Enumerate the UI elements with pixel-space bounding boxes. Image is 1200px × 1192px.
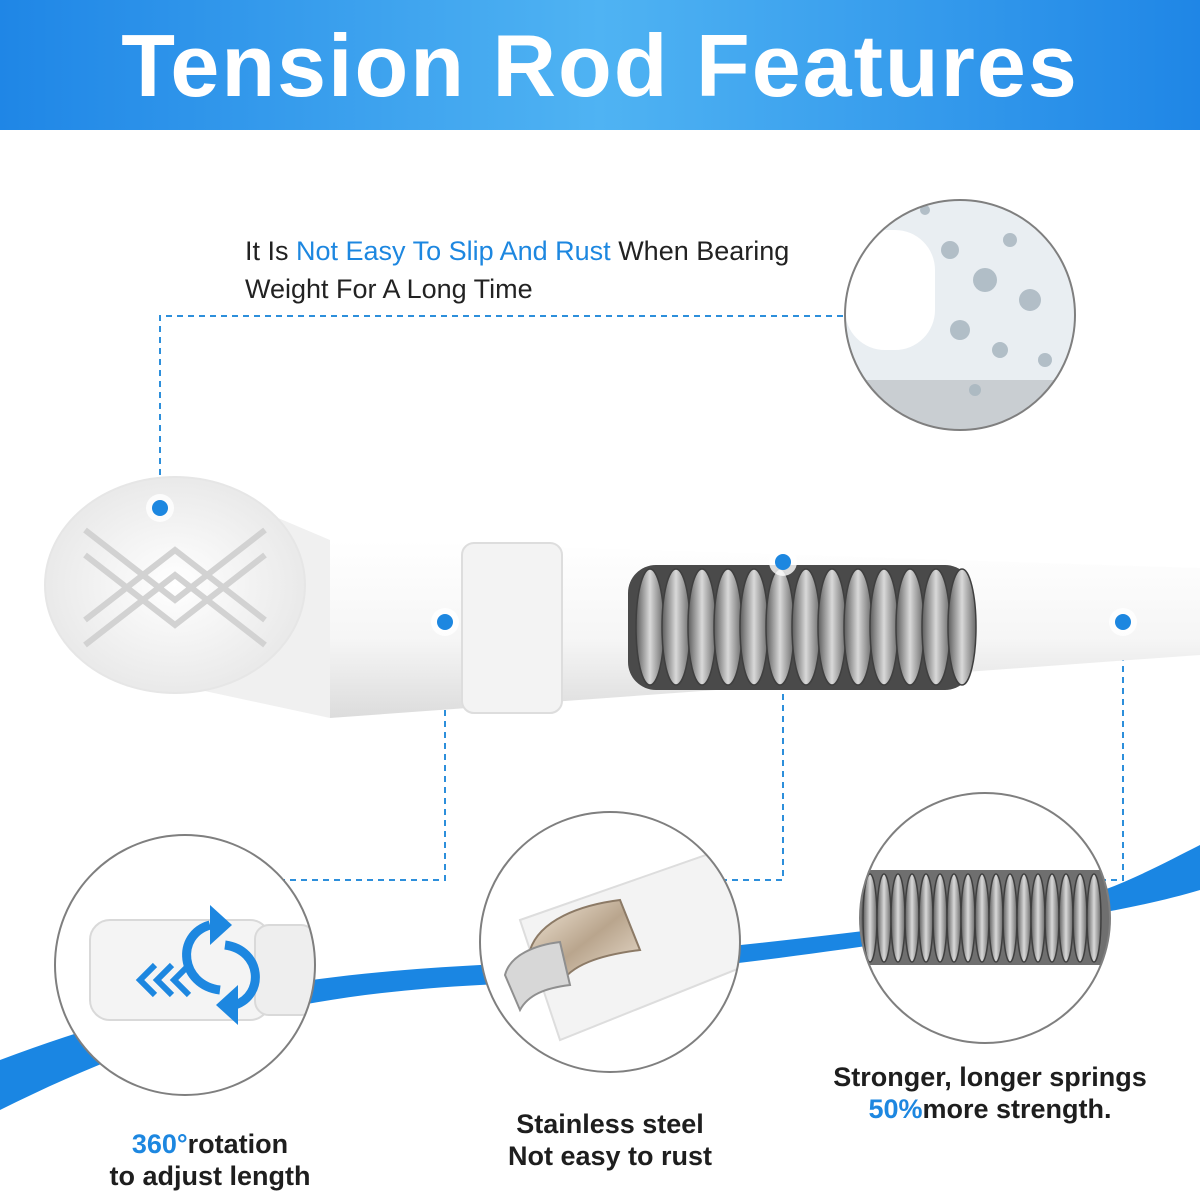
spring-coil (947, 568, 977, 686)
caption-text-start: It Is (245, 236, 297, 266)
rotation-line2: to adjust length (109, 1161, 311, 1191)
rod-collar (461, 542, 563, 714)
spring-highlight: 50% (868, 1094, 923, 1124)
caption-highlight: Not Easy To Slip And Rust (296, 236, 611, 266)
rod-end-cap (44, 476, 330, 718)
rotate-arrows-icon (182, 920, 260, 1010)
spring-coil (687, 568, 717, 686)
caption-text-end: When Bearing Weight For A Long Time (245, 236, 790, 304)
spring-line2: more strength. (922, 1094, 1112, 1124)
spring-line1: Stronger, longer springs (833, 1062, 1147, 1092)
steel-line2: Not easy to rust (507, 1141, 713, 1171)
spring-caption: Stronger, longer springs 50%more strengt… (790, 1061, 1190, 1125)
spring-coil (895, 568, 925, 686)
spring-coil (918, 873, 934, 963)
spring-coil (1058, 873, 1074, 963)
spring-detail-circle (859, 792, 1111, 1044)
spring-coil (843, 568, 873, 686)
steel-caption: Stainless steel Not easy to rust (440, 1108, 780, 1172)
rotation-highlight: 360° (131, 1129, 188, 1159)
spring-coil (862, 873, 878, 963)
spring-coil (1016, 873, 1032, 963)
double-chevron-left-icon (135, 962, 192, 998)
marker-dots (146, 494, 1137, 636)
rotation-line1: rotation (187, 1129, 289, 1159)
spring-coil (869, 568, 899, 686)
spring-coil (791, 568, 821, 686)
spring-coil (932, 873, 948, 963)
spring-window (628, 565, 977, 690)
top-feature-caption: It Is Not Easy To Slip And Rust When Bea… (245, 232, 805, 308)
spring-coil (817, 568, 847, 686)
stainless-steel-detail-circle (479, 811, 741, 1073)
spring-coil (921, 568, 951, 686)
spring-coil (1072, 873, 1088, 963)
spring-coil (1044, 873, 1060, 963)
spring-coil (765, 568, 795, 686)
spring-coil (904, 873, 920, 963)
page-title: Tension Rod Features (121, 16, 1079, 115)
spring-coil (876, 873, 892, 963)
spring-coil (1030, 873, 1046, 963)
spring-coil (739, 568, 769, 686)
steel-line1: Stainless steel (516, 1109, 704, 1139)
spring-coil (635, 568, 665, 686)
spring-coil (988, 873, 1004, 963)
spring-coil (974, 873, 990, 963)
rotation-detail-circle (54, 834, 316, 1096)
spring-coil (890, 873, 906, 963)
water-detail-circle (844, 199, 1076, 431)
spring-coil (960, 873, 976, 963)
spring-coil (1086, 873, 1102, 963)
spring-coil (946, 873, 962, 963)
spring-coil (713, 568, 743, 686)
rotation-caption: 360°rotation to adjust length (80, 1128, 340, 1192)
title-banner: Tension Rod Features (0, 0, 1200, 130)
spring-coil (661, 568, 691, 686)
spring-coil (1002, 873, 1018, 963)
